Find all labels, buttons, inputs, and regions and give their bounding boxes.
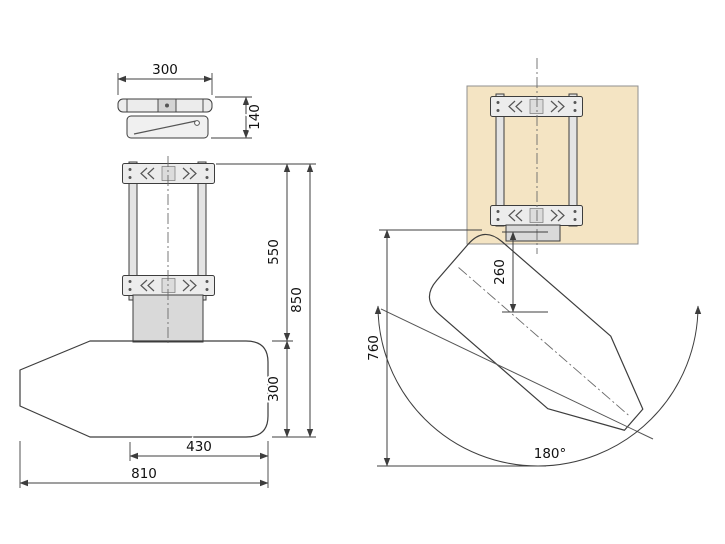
dimension-board-length: 810 [19, 441, 269, 488]
dimension-bracket-width: 300 [117, 60, 213, 95]
lift-mechanism-side [489, 93, 584, 242]
bracket-top-view [117, 98, 213, 139]
ironing-board-shape [428, 233, 644, 431]
dim-label-430: 430 [186, 439, 212, 455]
dim-label-300: 300 [152, 62, 178, 78]
dim-label-140: 140 [247, 104, 263, 130]
ironing-board-front [19, 340, 269, 438]
arm-strut-line [133, 120, 197, 135]
board-axis-centerline [458, 267, 631, 418]
dimension-swing-height: 760 [364, 229, 546, 467]
crossbar-bottom [489, 204, 584, 227]
crossbar-middle [121, 274, 216, 297]
dim-label-260: 260 [492, 259, 508, 285]
dim-label-300b: 300 [266, 376, 282, 402]
dimension-board-width: 300 [264, 340, 291, 438]
crossbar-top [489, 95, 584, 118]
dim-label-550: 550 [266, 239, 282, 265]
ironing-board-rotated [428, 233, 644, 431]
pivot-dot [165, 103, 169, 108]
crossbar-top [121, 162, 216, 185]
front-view: 300 140 550 300 [19, 60, 316, 488]
side-view: 180° 260 760 [364, 58, 702, 467]
dimension-bracket-depth: 140 [211, 96, 265, 139]
sweep-chord-line [380, 308, 654, 440]
dim-label-850: 850 [289, 287, 305, 313]
dimension-pivot-offset: 260 [490, 231, 548, 313]
dim-label-810: 810 [131, 466, 157, 482]
arm-pivot-dot [194, 120, 200, 126]
lift-mechanism-front [121, 156, 216, 346]
dim-label-760: 760 [366, 335, 382, 361]
dimension-total-drop: 850 [272, 163, 316, 438]
pivot-connector [505, 224, 561, 242]
dimension-reach: 430 [129, 437, 269, 488]
dim-label-180: 180° [534, 446, 567, 462]
dimension-upper-drop: 550 [216, 163, 316, 342]
